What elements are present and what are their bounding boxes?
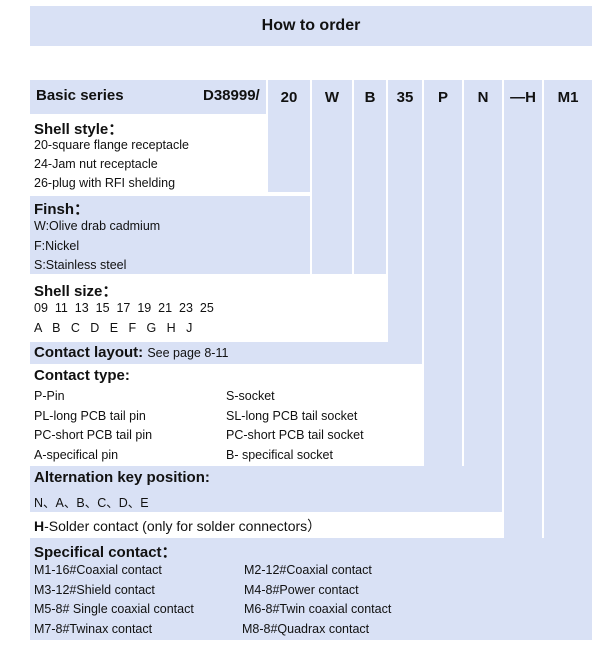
code-N: N	[477, 88, 489, 106]
contact-type-item: S-socket	[226, 389, 275, 403]
specifical-item: M1-16#Coaxial contact	[34, 563, 162, 577]
specifical-item: M5-8# Single coaxial contact	[34, 602, 194, 616]
contact-type-item: PC-short PCB tail socket	[226, 428, 364, 442]
code-M1: M1	[557, 88, 579, 106]
specifical-item: M6-8#Twin coaxial contact	[244, 602, 392, 616]
contact-type-title: Contact type:	[34, 367, 130, 384]
shell-style-item: 26-plug with RFI shelding	[34, 176, 176, 190]
code-35: 35	[396, 88, 414, 106]
shell-style-item: 24-Jam nut receptacle	[34, 157, 158, 171]
contact-layout-band	[30, 342, 388, 364]
contact-type-item: P-Pin	[34, 389, 65, 403]
code-column-20	[268, 80, 310, 192]
finish-items-band	[30, 216, 310, 274]
contact-type-item: A-specifical pin	[34, 448, 119, 462]
code-B: B	[364, 88, 376, 106]
contact-layout-row: Contact layout: See page 8-11	[34, 344, 228, 362]
specifical-item: M7-8#Twinax contact	[34, 622, 153, 636]
page-title: How to order	[30, 6, 592, 46]
shell-style-title: Shell style：	[34, 121, 124, 138]
specifical-item: M4-8#Power contact	[244, 583, 359, 597]
finish-item: S:Stainless steel	[34, 258, 127, 272]
solder-text: -Solder contact (only for solder connect…	[44, 518, 322, 534]
code-column-H	[504, 80, 542, 540]
contact-type-item: PC-short PCB tail pin	[34, 428, 153, 442]
alternation-title: Alternation key position:	[34, 469, 210, 486]
specifical-item: M3-12#Shield contact	[34, 583, 155, 597]
alternation-band	[30, 466, 466, 512]
code-column-P	[424, 80, 462, 470]
code-20: 20	[280, 88, 298, 106]
basic-series-label: Basic series	[36, 87, 124, 104]
shell-style-item: 20-square flange receptacle	[34, 138, 189, 152]
solder-code: H	[34, 518, 45, 534]
code-column-N	[464, 80, 502, 512]
specifical-item: M8-8#Quadrax contact	[242, 622, 370, 636]
code-column-M1	[544, 80, 592, 640]
header-band	[30, 80, 266, 114]
alternation-items: N、A、B、C、D、E	[34, 496, 149, 510]
specifical-band	[30, 538, 546, 640]
code-column-W	[312, 80, 352, 274]
code-column-B	[354, 80, 386, 274]
solder-row: H-Solder contact (only for solder connec…	[34, 516, 321, 536]
finish-title-band	[30, 196, 310, 216]
shell-size-numbers: 09 11 13 15 17 19 21 23 25	[34, 301, 214, 315]
contact-layout-note: See page 8-11	[147, 346, 229, 360]
contact-type-item: PL-long PCB tail pin	[34, 409, 146, 423]
specifical-title: Specifical contact：	[34, 544, 177, 561]
shell-size-letters: A B C D E F G H J	[34, 321, 193, 335]
code-H: —H	[510, 88, 536, 106]
code-P: P	[437, 88, 448, 106]
contact-type-item: B- specifical socket	[226, 448, 333, 462]
specifical-item: M2-12#Coaxial contact	[244, 563, 372, 577]
finish-item: F:Nickel	[34, 239, 80, 253]
code-W: W	[324, 88, 340, 106]
contact-type-item: SL-long PCB tail socket	[226, 409, 358, 423]
finish-item: W:Olive drab cadmium	[34, 219, 161, 233]
contact-layout-title: Contact layout:	[34, 344, 148, 361]
series-prefix: D38999/	[203, 87, 260, 104]
finish-title: Finsh：	[34, 201, 89, 218]
shell-size-title: Shell size：	[34, 283, 118, 300]
code-column-35	[388, 80, 422, 364]
